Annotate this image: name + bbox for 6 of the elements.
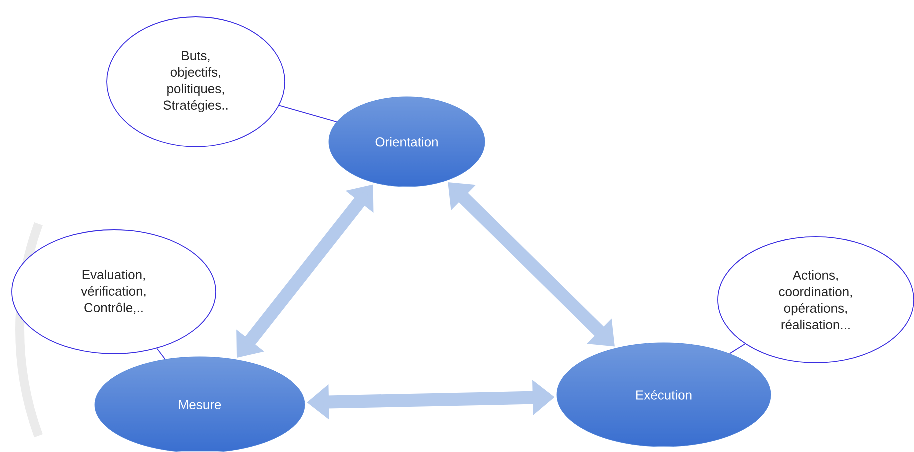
leader-line <box>278 105 338 122</box>
leader-line <box>729 344 746 354</box>
leader-line <box>156 348 166 360</box>
speech-bubble: Actions, coordination, opérations, réalisation... <box>718 236 914 364</box>
speech-bubble: Evaluation, vérification, Contrôle,.. <box>12 230 216 354</box>
speech-bubble: Buts, objectifs, politiques, Stratégies.. <box>106 16 286 148</box>
